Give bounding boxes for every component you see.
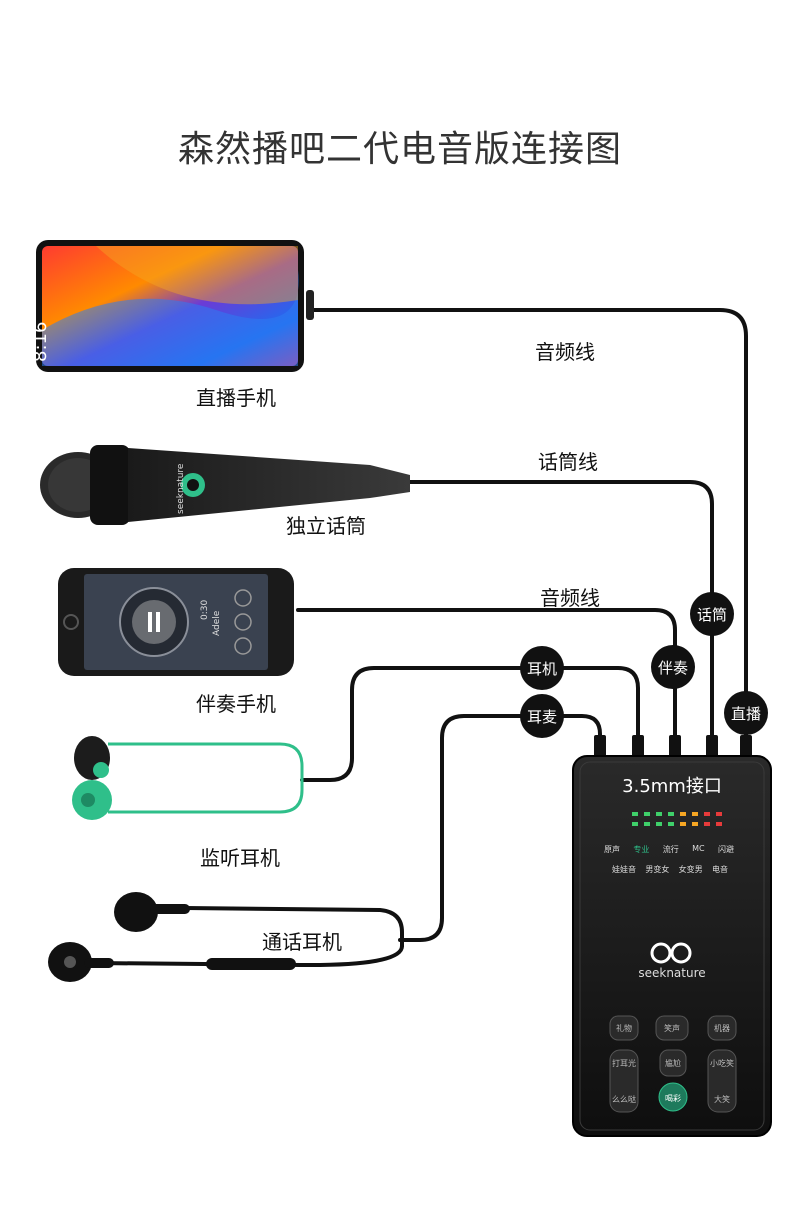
- effect-button-label: 机器: [714, 1024, 730, 1033]
- mode-label: 娃娃音: [612, 865, 636, 874]
- mode-row-2: 娃娃音 男变女 女变男 电音: [612, 864, 728, 875]
- microphone: [40, 445, 410, 525]
- mode-label: 男变女: [645, 865, 670, 874]
- page-title: 森然播吧二代电音版连接图: [177, 129, 622, 170]
- backing-phone-track-time: 0:30: [200, 599, 210, 620]
- microphone-label: 独立话筒: [286, 514, 366, 538]
- badge-headset: 耳麦: [520, 694, 564, 738]
- badge-mic: 话筒: [690, 592, 734, 636]
- backing-phone-artist: Adele: [212, 610, 222, 636]
- effect-button-label: 打耳光: [612, 1059, 636, 1068]
- monitor-earphone-label: 监听耳机: [200, 846, 280, 870]
- monitor-cable: [300, 666, 640, 782]
- mode-label: 专业: [633, 845, 650, 854]
- brand-logo: [650, 942, 692, 964]
- earbud-bottom-cable: [93, 944, 404, 968]
- effect-buttons: [609, 1015, 737, 1113]
- microphone-brand: seeknature: [176, 463, 186, 514]
- mode-label: 电音: [711, 865, 728, 874]
- call-cable: [398, 714, 602, 942]
- cables: [93, 308, 748, 968]
- mode-label: MC: [692, 844, 705, 853]
- backing-phone: [58, 568, 294, 676]
- mode-label: 闪避: [718, 845, 734, 854]
- effect-button-label: 大笑: [714, 1095, 730, 1104]
- mode-row-1: 原声 专业 流行 MC 闪避: [604, 844, 734, 855]
- mic-cable-label: 话筒线: [538, 450, 598, 474]
- soundcard: [572, 755, 772, 1137]
- level-meter: [632, 812, 722, 826]
- effect-button-label: 笑声: [664, 1024, 680, 1033]
- mode-label: 女变男: [678, 865, 703, 874]
- badge-accompany: 伴奏: [651, 645, 695, 689]
- effect-button-label: 喝彩: [665, 1094, 681, 1103]
- monitor-earphone: [72, 736, 304, 820]
- soundcard-brand: seeknature: [638, 966, 706, 980]
- mode-label: 原声: [604, 845, 620, 854]
- badge-earphone: 耳机: [520, 646, 564, 690]
- audio-cable-label-1: 音频线: [535, 340, 595, 364]
- backing-phone-cable: [296, 608, 677, 737]
- soundcard-port-label: 3.5mm接口: [622, 776, 722, 797]
- live-phone: [36, 240, 314, 372]
- live-phone-cable: [310, 308, 748, 737]
- phone-clock: 8:16: [30, 322, 51, 362]
- plugs: [206, 735, 752, 970]
- effect-button-label: 尴尬: [665, 1059, 681, 1068]
- earbud-top-cable: [183, 906, 404, 948]
- badge-live: 直播: [724, 691, 768, 735]
- effect-button-label: 礼物: [616, 1024, 632, 1033]
- call-earphone-label: 通话耳机: [262, 930, 342, 954]
- effect-button-label: 小吃笑: [710, 1059, 734, 1068]
- effect-button-label: 么么哒: [612, 1095, 636, 1104]
- mic-cable: [408, 480, 714, 737]
- mode-label: 流行: [662, 845, 679, 854]
- call-earphone: [48, 892, 190, 982]
- live-phone-label: 直播手机: [196, 386, 276, 410]
- audio-cable-label-2: 音频线: [540, 586, 600, 610]
- backing-phone-label: 伴奏手机: [196, 692, 276, 716]
